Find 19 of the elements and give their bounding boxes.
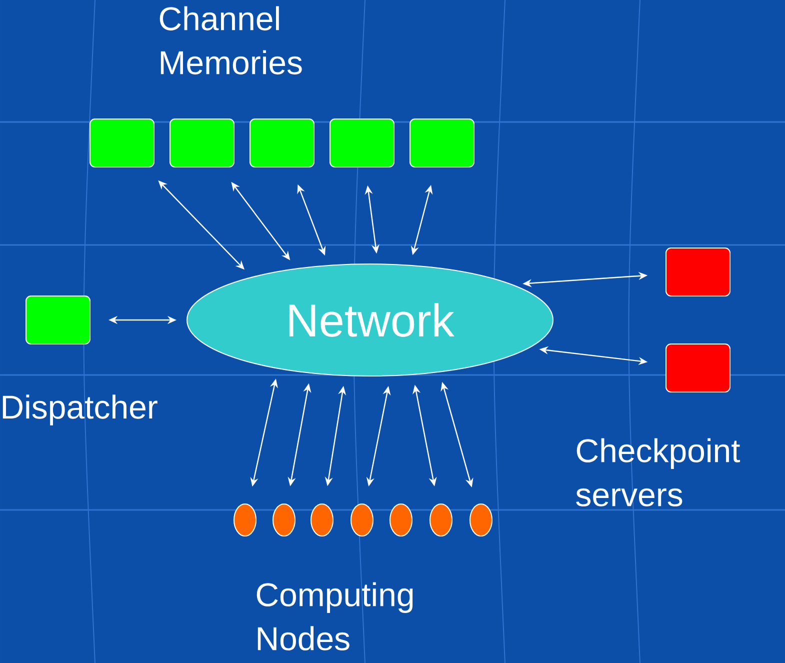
node-oval xyxy=(470,504,492,536)
node-oval xyxy=(390,504,412,536)
server-box xyxy=(666,248,730,296)
node-oval xyxy=(430,504,452,536)
server-box xyxy=(90,118,154,168)
group-label: Computing Nodes xyxy=(256,582,413,650)
node-oval xyxy=(310,504,334,536)
server-box xyxy=(26,296,90,344)
node-oval xyxy=(272,504,296,536)
server-box xyxy=(250,118,314,168)
server-box xyxy=(410,118,474,168)
group-label: Channel Memories xyxy=(160,6,302,74)
node-label: Dispatcher xyxy=(2,394,158,426)
node-oval xyxy=(234,504,256,536)
server-box xyxy=(330,118,394,168)
server-box xyxy=(666,344,730,392)
node-oval xyxy=(350,504,374,536)
server-box xyxy=(170,118,234,168)
group-label: Checkpoint servers xyxy=(576,438,740,506)
